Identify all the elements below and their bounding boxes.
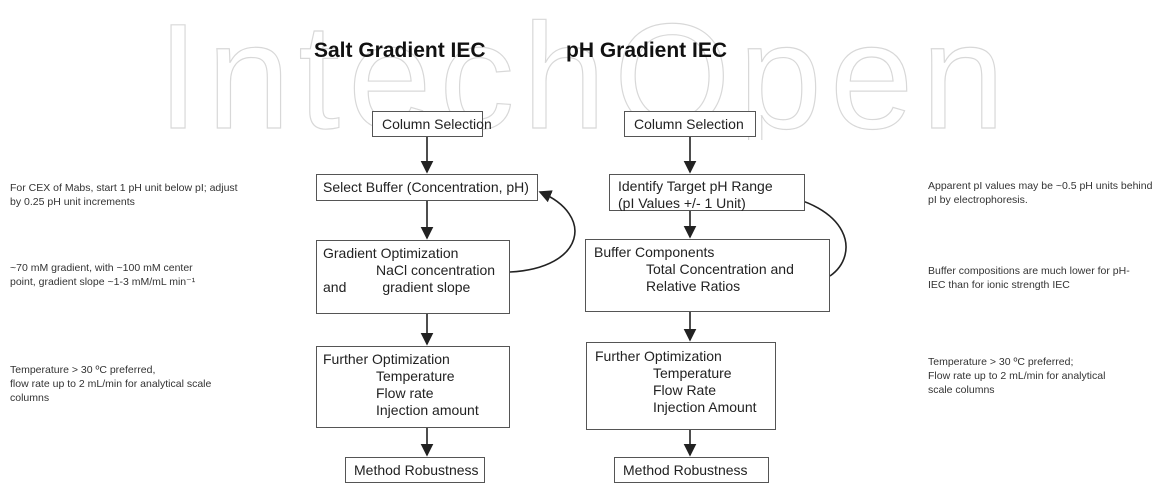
left-note-buffer: For CEX of Mabs, start 1 pH unit below p… — [10, 181, 238, 209]
ph-total-concentration: Total Concentration and — [646, 261, 794, 277]
ph-column-selection-label: Column Selection — [634, 116, 744, 132]
left-note-gradient-line1: ~70 mM gradient, with ~100 mM center — [10, 262, 193, 274]
salt-gradient-optimization-box: Gradient Optimization NaCl concentration… — [316, 240, 510, 314]
right-note-pi-line2: pI by electrophoresis. — [928, 194, 1028, 206]
ph-identify-range-line2: (pI Values +/- 1 Unit) — [618, 195, 746, 211]
left-note-buffer-line1: For CEX of Mabs, start 1 pH unit below p… — [10, 182, 238, 194]
ph-buffer-components-box: Buffer Components Total Concentration an… — [585, 239, 830, 312]
salt-nacl-concentration: NaCl concentration — [376, 262, 496, 278]
ph-method-robustness-box: Method Robustness — [614, 457, 769, 483]
salt-select-buffer-box: Select Buffer (Concentration, pH) — [316, 174, 538, 201]
ph-injection-amount: Injection Amount — [653, 399, 757, 415]
ph-further-optimization-title: Further Optimization — [595, 348, 722, 364]
ph-buffer-components-title: Buffer Components — [594, 244, 715, 260]
salt-method-robustness-box: Method Robustness — [345, 457, 485, 483]
left-note-temperature-line1: Temperature > 30 ºC preferred, — [10, 364, 156, 376]
left-note-gradient: ~70 mM gradient, with ~100 mM center poi… — [10, 261, 195, 289]
ph-identify-range-line1: Identify Target pH Range — [618, 178, 773, 194]
ph-temperature: Temperature — [653, 365, 732, 381]
salt-column-selection-label: Column Selection — [382, 116, 492, 132]
ph-column-selection-box: Column Selection — [624, 111, 756, 137]
left-note-temperature-line3: columns — [10, 392, 50, 404]
salt-gradient-optimization-title: Gradient Optimization — [323, 245, 459, 261]
right-note-pi-line1: Apparent pI values may be ~0.5 pH units … — [928, 180, 1153, 192]
ph-further-optimization-box: Further Optimization Temperature Flow Ra… — [586, 342, 776, 430]
ph-gradient-heading: pH Gradient IEC — [566, 39, 728, 62]
salt-injection-amount: Injection amount — [376, 402, 479, 418]
ph-method-robustness-label: Method Robustness — [623, 462, 748, 478]
salt-and-label: and — [323, 279, 347, 295]
left-note-temperature: Temperature > 30 ºC preferred, flow rate… — [10, 363, 211, 405]
right-note-temperature-line2: Flow rate up to 2 mL/min for analytical — [928, 370, 1106, 382]
right-note-pi: Apparent pI values may be ~0.5 pH units … — [928, 179, 1152, 207]
right-note-buffer-line1: Buffer compositions are much lower for p… — [928, 265, 1130, 277]
right-note-buffer: Buffer compositions are much lower for p… — [928, 264, 1130, 292]
left-note-temperature-line2: flow rate up to 2 mL/min for analytical … — [10, 378, 212, 390]
salt-gradient-slope: gradient slope — [382, 279, 471, 295]
salt-column-selection-box: Column Selection — [372, 111, 492, 137]
ph-relative-ratios: Relative Ratios — [646, 278, 741, 294]
right-note-temperature-line3: scale columns — [928, 384, 995, 396]
right-note-temperature-line1: Temperature > 30 ºC preferred; — [928, 356, 1074, 368]
salt-method-robustness-label: Method Robustness — [354, 462, 479, 478]
salt-temperature: Temperature — [376, 368, 455, 384]
ph-identify-range-box: Identify Target pH Range (pI Values +/- … — [609, 174, 805, 211]
arrow-salt-loop — [509, 190, 576, 273]
right-note-temperature: Temperature > 30 ºC preferred; Flow rate… — [928, 355, 1105, 397]
salt-flow-rate: Flow rate — [376, 385, 434, 401]
salt-further-optimization-title: Further Optimization — [323, 351, 450, 367]
watermark-text: IntechOpen — [157, 0, 1013, 140]
salt-select-buffer-label: Select Buffer (Concentration, pH) — [323, 179, 529, 195]
salt-gradient-slope-row: and gradient slope — [323, 279, 509, 296]
watermark-logo: IntechOpen — [157, 0, 1013, 140]
salt-gradient-heading: Salt Gradient IEC — [314, 39, 486, 62]
salt-further-optimization-box: Further Optimization Temperature Flow ra… — [316, 346, 510, 428]
ph-flow-rate: Flow Rate — [653, 382, 717, 398]
left-note-gradient-line2: point, gradient slope ~1-3 mM/mL min⁻¹ — [10, 276, 196, 288]
left-note-buffer-line2: by 0.25 pH unit increments — [10, 196, 135, 208]
right-note-buffer-line2: IEC than for ionic strength IEC — [928, 279, 1070, 291]
